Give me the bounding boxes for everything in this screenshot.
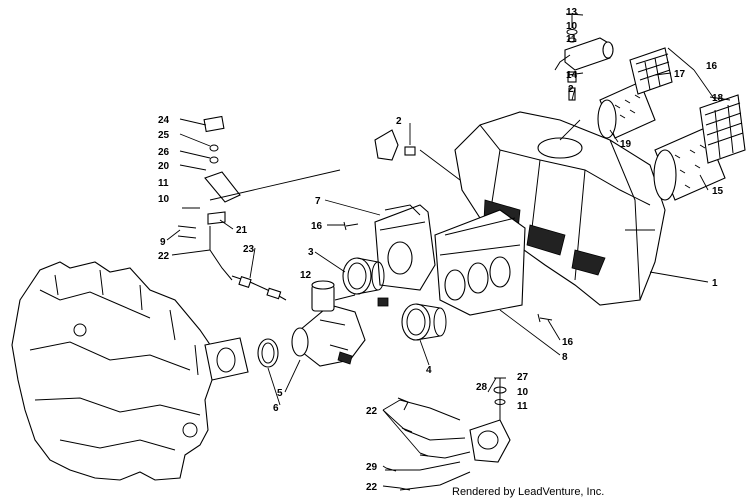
callout-labels: 1 2 2 3 4 5 6 7 8 9 10 10 10 11 11 11 12… [158,7,724,493]
callout-10: 10 [566,21,578,32]
screw-lower [537,313,553,323]
intake-screen-upper [629,47,673,95]
callout-22: 22 [158,251,170,262]
callout-26: 26 [158,147,170,158]
fuel-pump-lines [385,397,471,491]
callout-6: 6 [273,403,279,414]
callout-22: 22 [366,406,378,417]
air-duct-outer [434,209,526,316]
fuel-line-assembly [231,275,287,301]
callout-16: 16 [311,221,323,232]
cable-bracket [374,129,416,161]
primer-bracket [203,115,241,203]
intake-boot-upper [342,257,385,295]
leader-lines [166,13,731,489]
screw-upper [343,221,359,231]
intake-adaptor [204,337,249,381]
callout-11: 11 [517,401,528,412]
callout-23: 23 [243,244,255,255]
callout-15: 15 [712,186,724,197]
callout-1: 1 [712,278,718,289]
fuel-pump [469,377,511,463]
carburetor-clamp [257,338,279,368]
callout-5: 5 [277,388,283,399]
intake-tube-upper [597,81,656,139]
carburetor [291,280,366,367]
callout-2: 2 [568,84,574,95]
intake-screen-lower [699,94,746,164]
intake-boot-lower [401,303,447,341]
callout-4: 4 [426,365,432,376]
choke-valve-assembly [554,13,614,101]
engine-block [11,261,216,481]
air-duct-inner [374,204,436,291]
callout-9: 9 [160,237,166,248]
callout-10: 10 [158,194,170,205]
callout-18: 18 [712,93,724,104]
callout-11: 11 [566,34,577,45]
clip-bracket [377,297,389,307]
callout-14: 14 [566,70,578,81]
callout-22: 22 [366,482,378,493]
callout-17: 17 [674,69,686,80]
callout-16: 16 [562,337,574,348]
callout-19: 19 [620,139,632,150]
callout-29: 29 [366,462,378,473]
callout-21: 21 [236,225,248,236]
callout-10: 10 [517,387,529,398]
callout-28: 28 [476,382,488,393]
callout-20: 20 [158,161,170,172]
callout-13: 13 [566,7,578,18]
fuel-tee-fitting [177,207,233,281]
callout-12: 12 [300,270,312,281]
callout-24: 24 [158,115,170,126]
render-credit: Rendered by LeadVenture, Inc. [452,486,605,498]
callout-3: 3 [308,247,314,258]
callout-11: 11 [158,178,169,189]
callout-16: 16 [706,61,718,72]
callout-27: 27 [517,372,529,383]
callout-2: 2 [396,116,402,127]
callout-7: 7 [315,196,321,207]
callout-8: 8 [562,352,568,363]
callout-25: 25 [158,130,170,141]
